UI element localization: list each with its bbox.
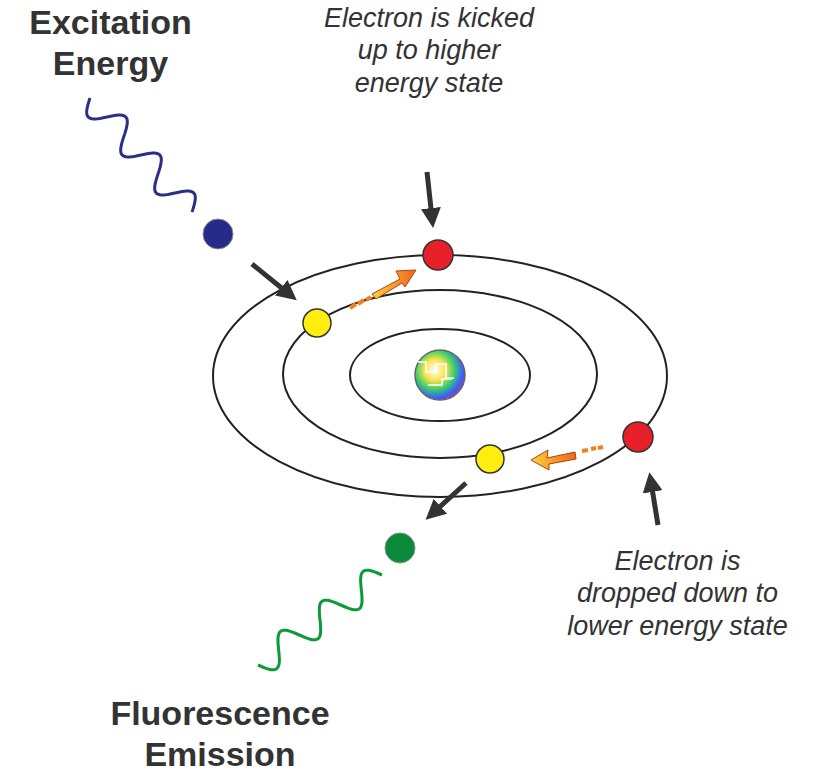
title-label: Excitation Energy (3, 2, 218, 84)
electron-ground (303, 309, 331, 337)
pointer-arrow (252, 264, 289, 294)
title-label: Fluorescence Emission (70, 693, 370, 775)
transition-arrow (350, 270, 416, 308)
outer-orbit (213, 255, 667, 497)
inner-orbit (350, 329, 530, 421)
transition-arrow (531, 447, 603, 470)
middle-orbit (283, 290, 597, 458)
pointer-arrow (651, 482, 658, 525)
pointer-arrow (433, 483, 466, 513)
pointer-arrow (427, 172, 432, 218)
electron-ground (476, 445, 504, 473)
emission-wave (258, 570, 382, 670)
excitation-wave (87, 98, 196, 212)
photon (203, 219, 233, 249)
nucleus (415, 350, 465, 400)
photon (385, 533, 415, 563)
electron-excited (423, 240, 453, 270)
electron-excited (623, 422, 653, 452)
callout-note: Electron is dropped down to lower energy… (565, 545, 790, 642)
callout-note: Electron is kicked up to higher energy s… (318, 2, 540, 99)
